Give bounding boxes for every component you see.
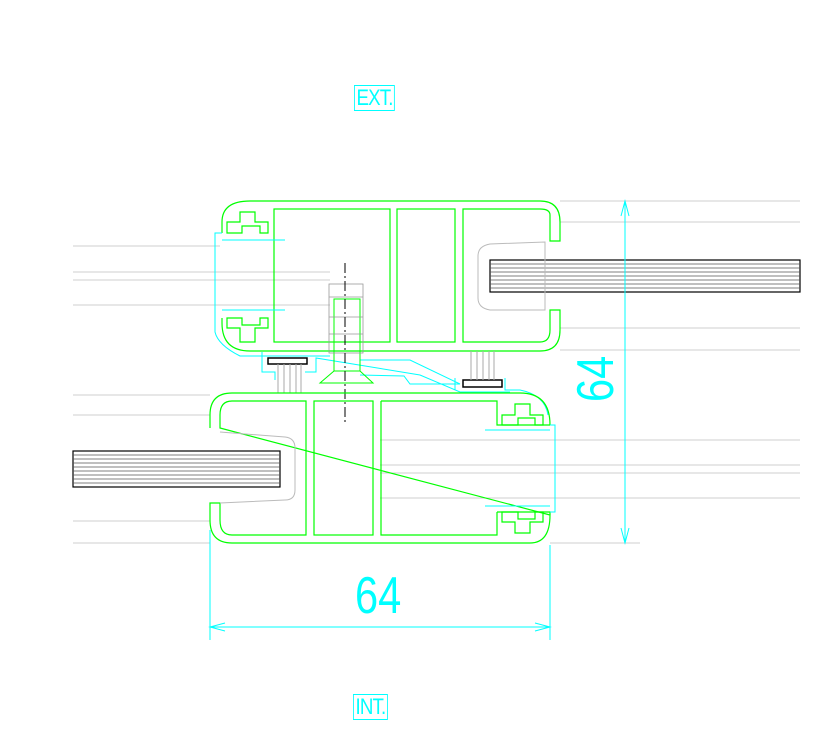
vertical-dimension <box>620 199 630 545</box>
upper-glass <box>489 259 801 293</box>
exterior-label: EXT. <box>354 85 396 111</box>
lower-glazing-gasket <box>219 431 296 504</box>
connector <box>261 352 549 416</box>
screw-outline <box>328 283 364 354</box>
upper-profile <box>221 200 561 352</box>
lower-glass <box>72 450 281 488</box>
lower-profile <box>209 392 551 544</box>
reference-lines <box>73 200 800 544</box>
interior-label: INT. <box>353 694 388 720</box>
lower-gasket <box>209 424 556 545</box>
upper-gasket <box>214 232 330 357</box>
spacer-blocks <box>267 351 503 393</box>
horizontal-dimension <box>208 545 552 640</box>
horizontal-dimension-text: 64 <box>355 567 402 625</box>
screw <box>318 298 375 384</box>
vertical-dimension-text: 64 <box>567 355 625 402</box>
upper-glazing-gasket <box>477 241 546 311</box>
